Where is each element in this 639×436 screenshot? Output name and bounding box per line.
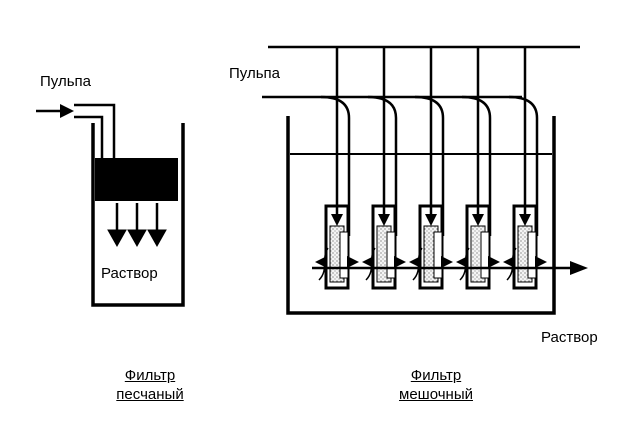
filter-bag-1 [315, 47, 359, 290]
sand-vessel [91, 123, 185, 307]
sand-inlet-pipe [74, 103, 116, 160]
bags-group [315, 47, 547, 290]
bag-flow-curve [506, 247, 517, 281]
bag-down-arrow [472, 214, 484, 226]
bag-flow-curve [412, 247, 423, 281]
bag-right-arrow [347, 256, 359, 268]
sand-inlet-label: Пульпа [40, 73, 91, 90]
bag-inner [480, 231, 490, 279]
sand-inlet-arrow [36, 104, 74, 118]
bag-inlet-label: Пульпа [229, 65, 280, 82]
bag-right-arrow [394, 256, 406, 268]
bag-flow-curve [365, 247, 376, 281]
bag-branch-pipe [508, 95, 539, 236]
bag-branch-pipe [320, 95, 351, 236]
sand-filter [36, 103, 185, 307]
bag-tank [286, 116, 556, 315]
filter-bag-4 [456, 47, 500, 290]
bag-down-arrow [425, 214, 437, 226]
bag-down-arrow [331, 214, 343, 226]
sand-outlet-arrows [107, 203, 167, 248]
sand-caption-line2: песчаный [116, 386, 184, 403]
bag-down-arrow [519, 214, 531, 226]
bag-caption-line2: мешочный [399, 386, 473, 403]
bag-down-arrow [378, 214, 390, 226]
filtrate-collector [312, 261, 588, 275]
bag-inner [433, 231, 443, 279]
bag-inner [527, 231, 537, 279]
bag-inner [339, 231, 349, 279]
bag-flow-curve [318, 247, 329, 281]
sand-outlet-label: Раствор [101, 265, 158, 282]
bag-branch-pipe [414, 95, 445, 236]
bag-right-arrow [488, 256, 500, 268]
sand-caption-line1: Фильтр [124, 367, 176, 384]
filter-bag-5 [503, 47, 547, 290]
bag-outlet-label: Раствор [541, 329, 598, 346]
filter-bag-3 [409, 47, 453, 290]
bag-flow-curve [459, 247, 470, 281]
bag-right-arrow [535, 256, 547, 268]
bag-caption-line1: Фильтр [410, 367, 462, 384]
bag-inner [386, 231, 396, 279]
filter-bag-2 [362, 47, 406, 290]
bag-branch-pipe [367, 95, 398, 236]
bag-right-arrow [441, 256, 453, 268]
sand-bed [95, 158, 178, 201]
bag-branch-pipe [461, 95, 492, 236]
bag-filter [262, 45, 588, 315]
